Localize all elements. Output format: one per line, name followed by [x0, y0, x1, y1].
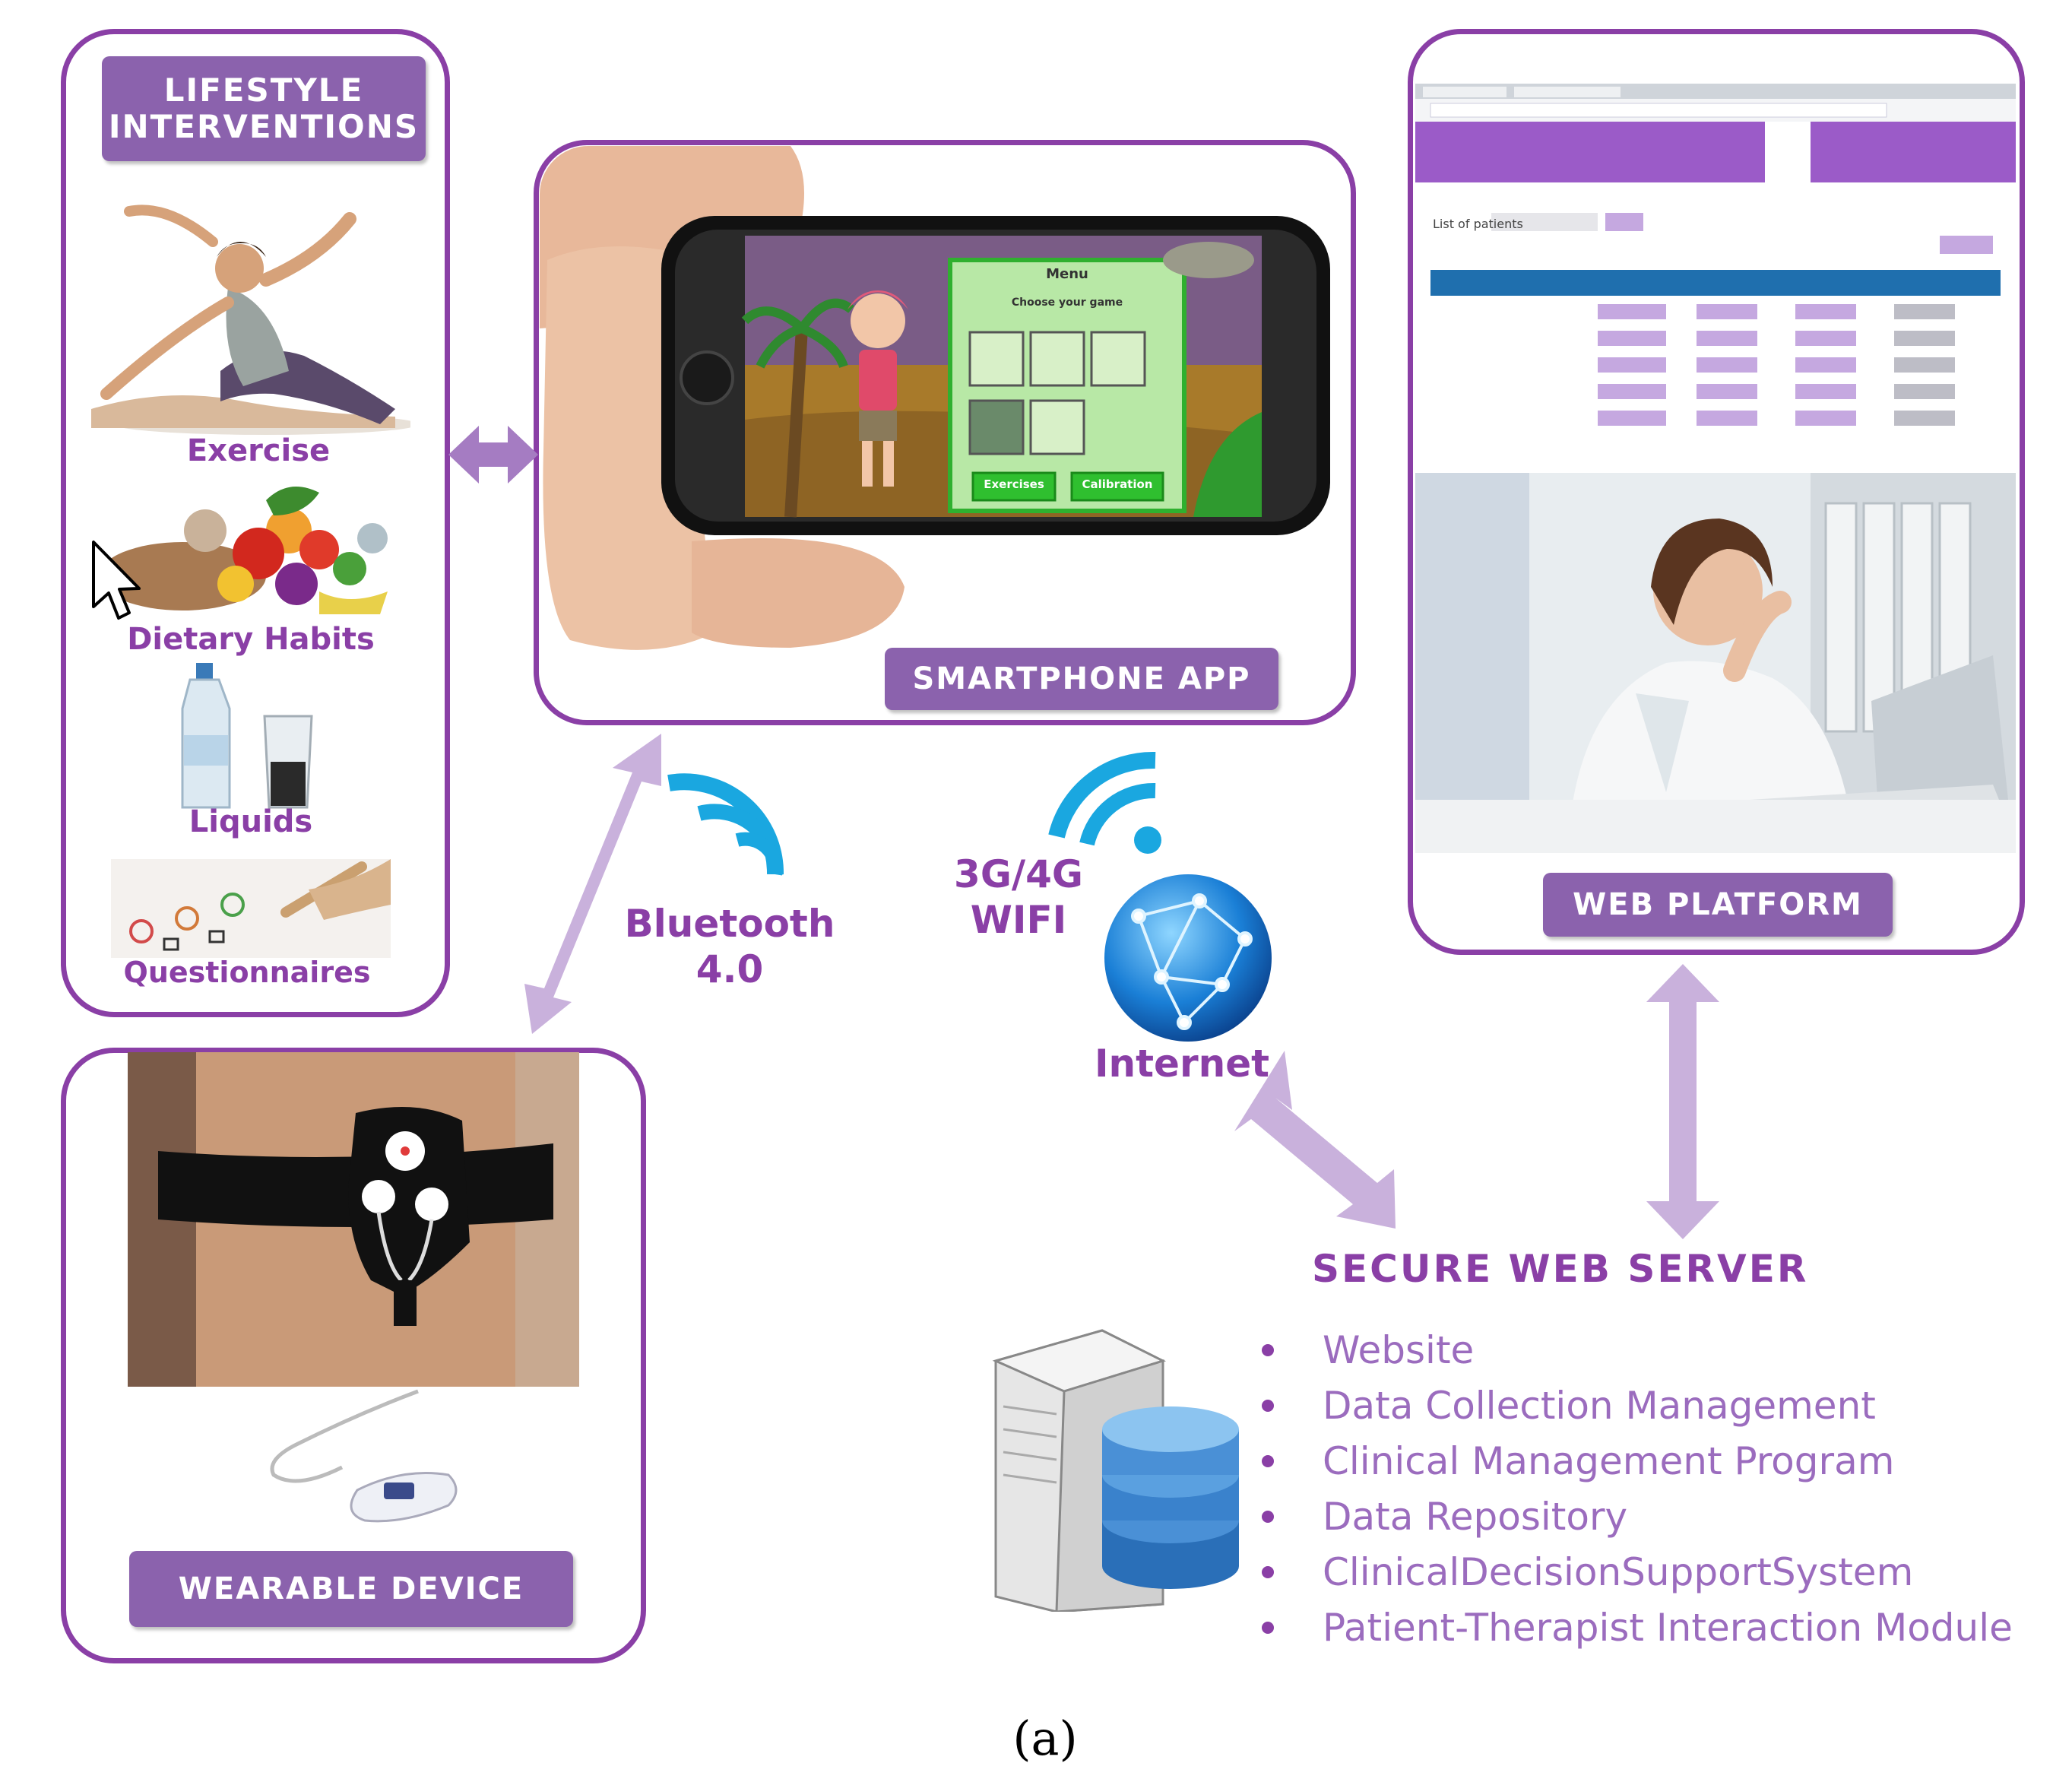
- wifi-signal-icon: [1041, 745, 1171, 859]
- server-feature-item: Data Repository: [1262, 1489, 2013, 1545]
- questionnaires-caption: Questionnaires: [123, 956, 371, 989]
- exercises-game-button[interactable]: Exercises: [984, 477, 1044, 491]
- bullet-dot: [1262, 1622, 1274, 1634]
- smartphone-image: [540, 146, 1350, 678]
- smartphone-app-label: SMARTPHONE APP: [885, 648, 1278, 710]
- exercise-image: [76, 196, 410, 438]
- server-feature-item: Data Collection Management: [1262, 1378, 2013, 1434]
- wearable-photo: [128, 1052, 579, 1387]
- exercise-caption: Exercise: [186, 433, 331, 468]
- server-feature-item: Website: [1262, 1323, 2013, 1378]
- server-feature-item: Patient-Therapist Interaction Module: [1262, 1600, 2013, 1656]
- bluetooth-label: Bluetooth 4.0: [623, 901, 836, 992]
- bluetooth-label-line2: 4.0: [695, 947, 764, 991]
- game-menu-title: Menu: [1046, 266, 1088, 282]
- secure-web-server-title: SECURE WEB SERVER: [1312, 1247, 1809, 1291]
- network-label-line1: 3G/4G: [954, 852, 1083, 896]
- server-feature-text: Data Repository: [1323, 1495, 1628, 1539]
- liquids-caption: Liquids: [189, 804, 313, 839]
- bluetooth-signal-icon: [654, 768, 790, 882]
- network-label-line2: WIFI: [970, 898, 1067, 942]
- server-feature-text: Patient-Therapist Interaction Module: [1323, 1606, 2013, 1650]
- bullet-dot: [1262, 1400, 1274, 1412]
- lifestyle-title-line1: LIFESTYLE: [163, 71, 364, 109]
- server-feature-list: Website Data Collection Management Clini…: [1262, 1323, 2013, 1656]
- lifestyle-title: LIFESTYLE INTERVENTIONS: [102, 56, 426, 161]
- bluetooth-arrow: [524, 734, 661, 1034]
- wearable-receiver-image: [251, 1384, 479, 1528]
- figure-label: (a): [1012, 1711, 1078, 1766]
- web-page-heading: List of patients: [1433, 217, 1523, 231]
- server-icon: [981, 1315, 1239, 1612]
- bullet-dot: [1262, 1511, 1274, 1523]
- liquids-image: [175, 663, 327, 815]
- web-page-screenshot: [1415, 84, 2016, 471]
- server-feature-text: Clinical Management Program: [1323, 1439, 1895, 1483]
- web-platform-label: WEB PLATFORM: [1543, 873, 1893, 937]
- bullet-dot: [1262, 1344, 1274, 1356]
- server-feature-item: ClinicalDecisionSupportSystem: [1262, 1545, 2013, 1600]
- bluetooth-label-line1: Bluetooth: [624, 902, 835, 946]
- dietary-image: [91, 477, 410, 622]
- bullet-dot: [1262, 1566, 1274, 1578]
- mouse-cursor-icon: [90, 538, 143, 622]
- webplatform-server-arrow: [1646, 964, 1719, 1239]
- lifestyle-smartphone-arrow: [448, 426, 538, 484]
- internet-label: Internet: [1094, 1042, 1270, 1086]
- server-feature-text: Data Collection Management: [1323, 1384, 1876, 1428]
- questionnaires-image: [111, 859, 391, 958]
- dietary-caption: Dietary Habits: [127, 622, 375, 657]
- lifestyle-title-line2: INTERVENTIONS: [108, 108, 420, 145]
- game-menu-subtitle: Choose your game: [1011, 296, 1123, 309]
- wearable-device-label: WEARABLE DEVICE: [129, 1551, 573, 1627]
- network-label: 3G/4G WIFI: [943, 851, 1095, 943]
- internet-globe-icon: [1101, 870, 1275, 1045]
- bullet-dot: [1262, 1455, 1274, 1467]
- doctor-image: [1415, 473, 2016, 853]
- server-feature-item: Clinical Management Program: [1262, 1434, 2013, 1489]
- server-feature-text: Website: [1323, 1328, 1475, 1372]
- calibration-game-button[interactable]: Calibration: [1082, 477, 1153, 491]
- internet-server-arrow: [1234, 1051, 1396, 1229]
- server-feature-text: ClinicalDecisionSupportSystem: [1323, 1550, 1914, 1594]
